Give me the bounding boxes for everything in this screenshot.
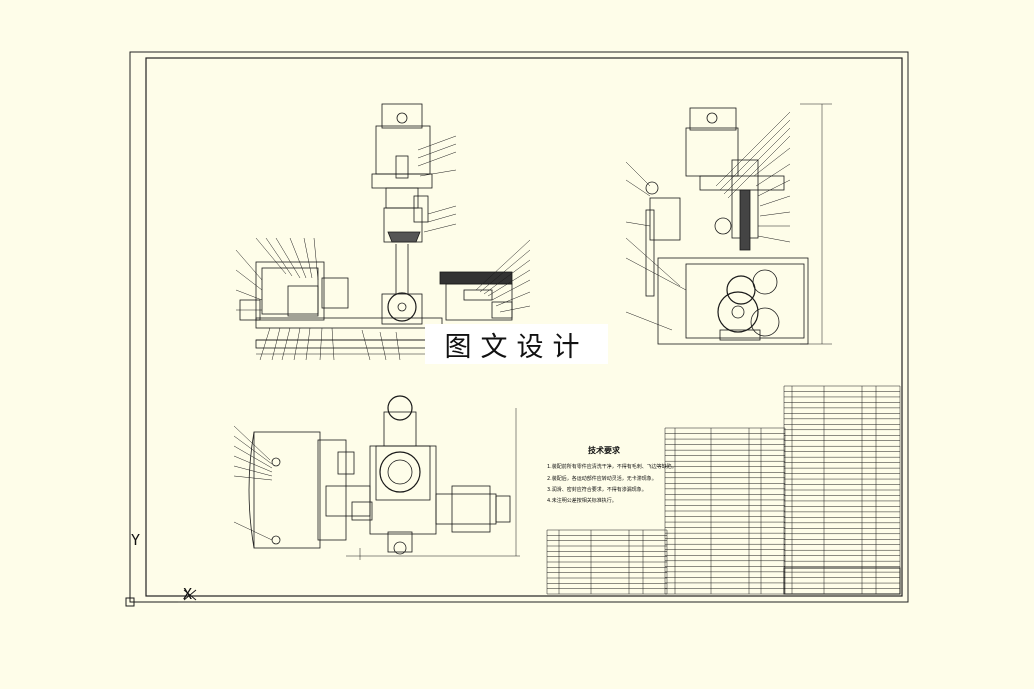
inner-frame — [145, 57, 903, 597]
watermark-text: 图文设计 — [444, 331, 589, 363]
front-view — [235, 103, 531, 361]
side-view — [625, 103, 832, 345]
outer-frame — [129, 51, 909, 603]
watermark-label: 图文设计 — [425, 324, 608, 364]
tech-line: 3.润滑、密封应符合要求，不得有渗漏现象。 — [547, 487, 647, 493]
bom-tables — [546, 385, 901, 595]
tech-line: 1.装配前所有零件应清洗干净，不得有毛刺、飞边等缺陷。 — [547, 464, 677, 470]
tech-line: 4.未注明公差按相关标准执行。 — [547, 498, 617, 504]
tech-line: 2.装配后，各运动部件应转动灵活，无卡滞现象。 — [547, 476, 657, 482]
ucs-x-label: X — [183, 585, 193, 603]
technical-requirements-title: 技术要求 — [588, 446, 620, 455]
top-view — [233, 395, 520, 560]
ucs-icon — [125, 540, 197, 607]
title-block — [783, 567, 901, 595]
ucs-y-label: Y — [131, 531, 141, 549]
